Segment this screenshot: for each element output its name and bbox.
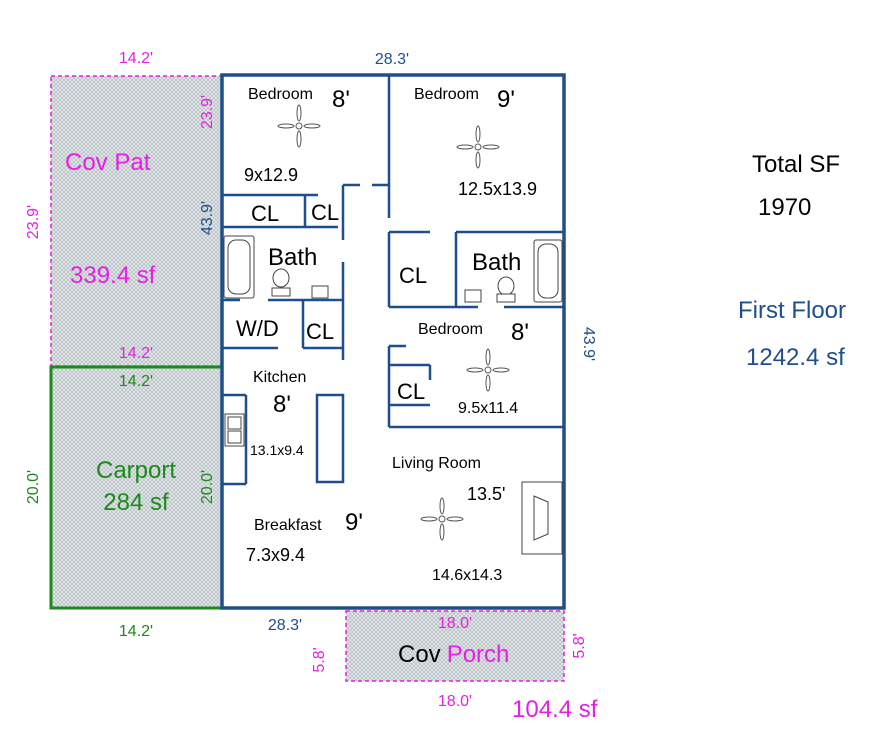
porch-dim-left: 5.8' (311, 647, 328, 672)
bedroom3-size: 9.5x11.4 (458, 400, 518, 417)
breakfast-name: Breakfast (254, 517, 322, 534)
kitchen-size: 13.1x9.4 (250, 442, 304, 458)
carport-dim-right: 20.0' (199, 470, 216, 504)
covered-patio-area (50, 75, 223, 367)
carport-dim-bottom: 14.2' (119, 623, 153, 640)
closet5-label: CL (397, 379, 425, 404)
ceiling-fan-icon (277, 104, 510, 541)
first-floor-value: 1242.4 sf (746, 344, 845, 371)
living-name: Living Room (392, 455, 481, 472)
covered-porch-area (345, 610, 565, 682)
kitchen-sink (224, 413, 245, 447)
bedroom2-size: 12.5x13.9 (458, 179, 537, 199)
bedroom3-height: 8' (511, 319, 529, 346)
carport-name: Carport (96, 457, 176, 484)
porch-dim-bottom: 18.0' (438, 693, 472, 710)
patio-dim-right: 23.9' (199, 95, 216, 129)
carport-dim-top: 14.2' (119, 373, 153, 390)
porch-area: 104.4 sf (512, 696, 598, 723)
patio-dim-left: 23.9' (25, 205, 42, 239)
closet2-label: CL (311, 200, 339, 225)
total-sf-value: 1970 (758, 194, 811, 221)
bathtub (223, 235, 563, 303)
kitchen-height: 8' (273, 391, 291, 418)
bath2-name: Bath (472, 249, 521, 276)
patio-name: Cov Pat (65, 149, 151, 176)
house-dim-bottom: 28.3' (268, 617, 302, 634)
bedroom1-height: 8' (332, 86, 350, 113)
patio-dim-top: 14.2' (119, 50, 153, 67)
bedroom2-name: Bedroom (414, 86, 479, 103)
fireplace (521, 481, 563, 555)
patio-dim-bottom: 14.2' (119, 345, 153, 362)
bath1-name: Bath (268, 244, 317, 271)
total-sf-label: Total SF (752, 151, 840, 178)
bedroom2-height: 9' (497, 86, 515, 113)
bedroom3-name: Bedroom (418, 321, 483, 338)
porch-name-part2: Porch (447, 641, 510, 668)
house-dim-right: 43.9' (580, 327, 597, 361)
carport-area: 284 sf (103, 489, 169, 516)
closet4-label: CL (399, 263, 427, 288)
porch-dim-right: 5.8' (571, 633, 588, 658)
porch-name-part1: Cov (398, 641, 441, 668)
carport-area (49, 365, 224, 610)
bedroom1-size: 9x12.9 (244, 165, 298, 185)
closet3-label: CL (306, 319, 334, 344)
living-size: 14.6x14.3 (432, 567, 502, 584)
house-exterior-wall (220, 73, 566, 610)
living-height: 13.5' (467, 484, 505, 504)
toilet (271, 268, 516, 303)
kitchen-name: Kitchen (253, 369, 306, 386)
breakfast-height: 9' (345, 509, 363, 536)
interior-walls (222, 75, 564, 486)
carport-dim-left: 20.0' (25, 470, 42, 504)
closet1-label: CL (251, 201, 279, 226)
breakfast-size: 7.3x9.4 (246, 545, 305, 565)
house-dim-left: 43.9' (199, 201, 216, 235)
laundry-label: W/D (236, 316, 279, 341)
porch-dim-top: 18.0' (438, 615, 472, 632)
first-floor-label: First Floor (738, 297, 846, 324)
patio-area: 339.4 sf (70, 262, 156, 289)
house-dim-top: 28.3' (375, 51, 409, 68)
bedroom1-name: Bedroom (248, 86, 313, 103)
